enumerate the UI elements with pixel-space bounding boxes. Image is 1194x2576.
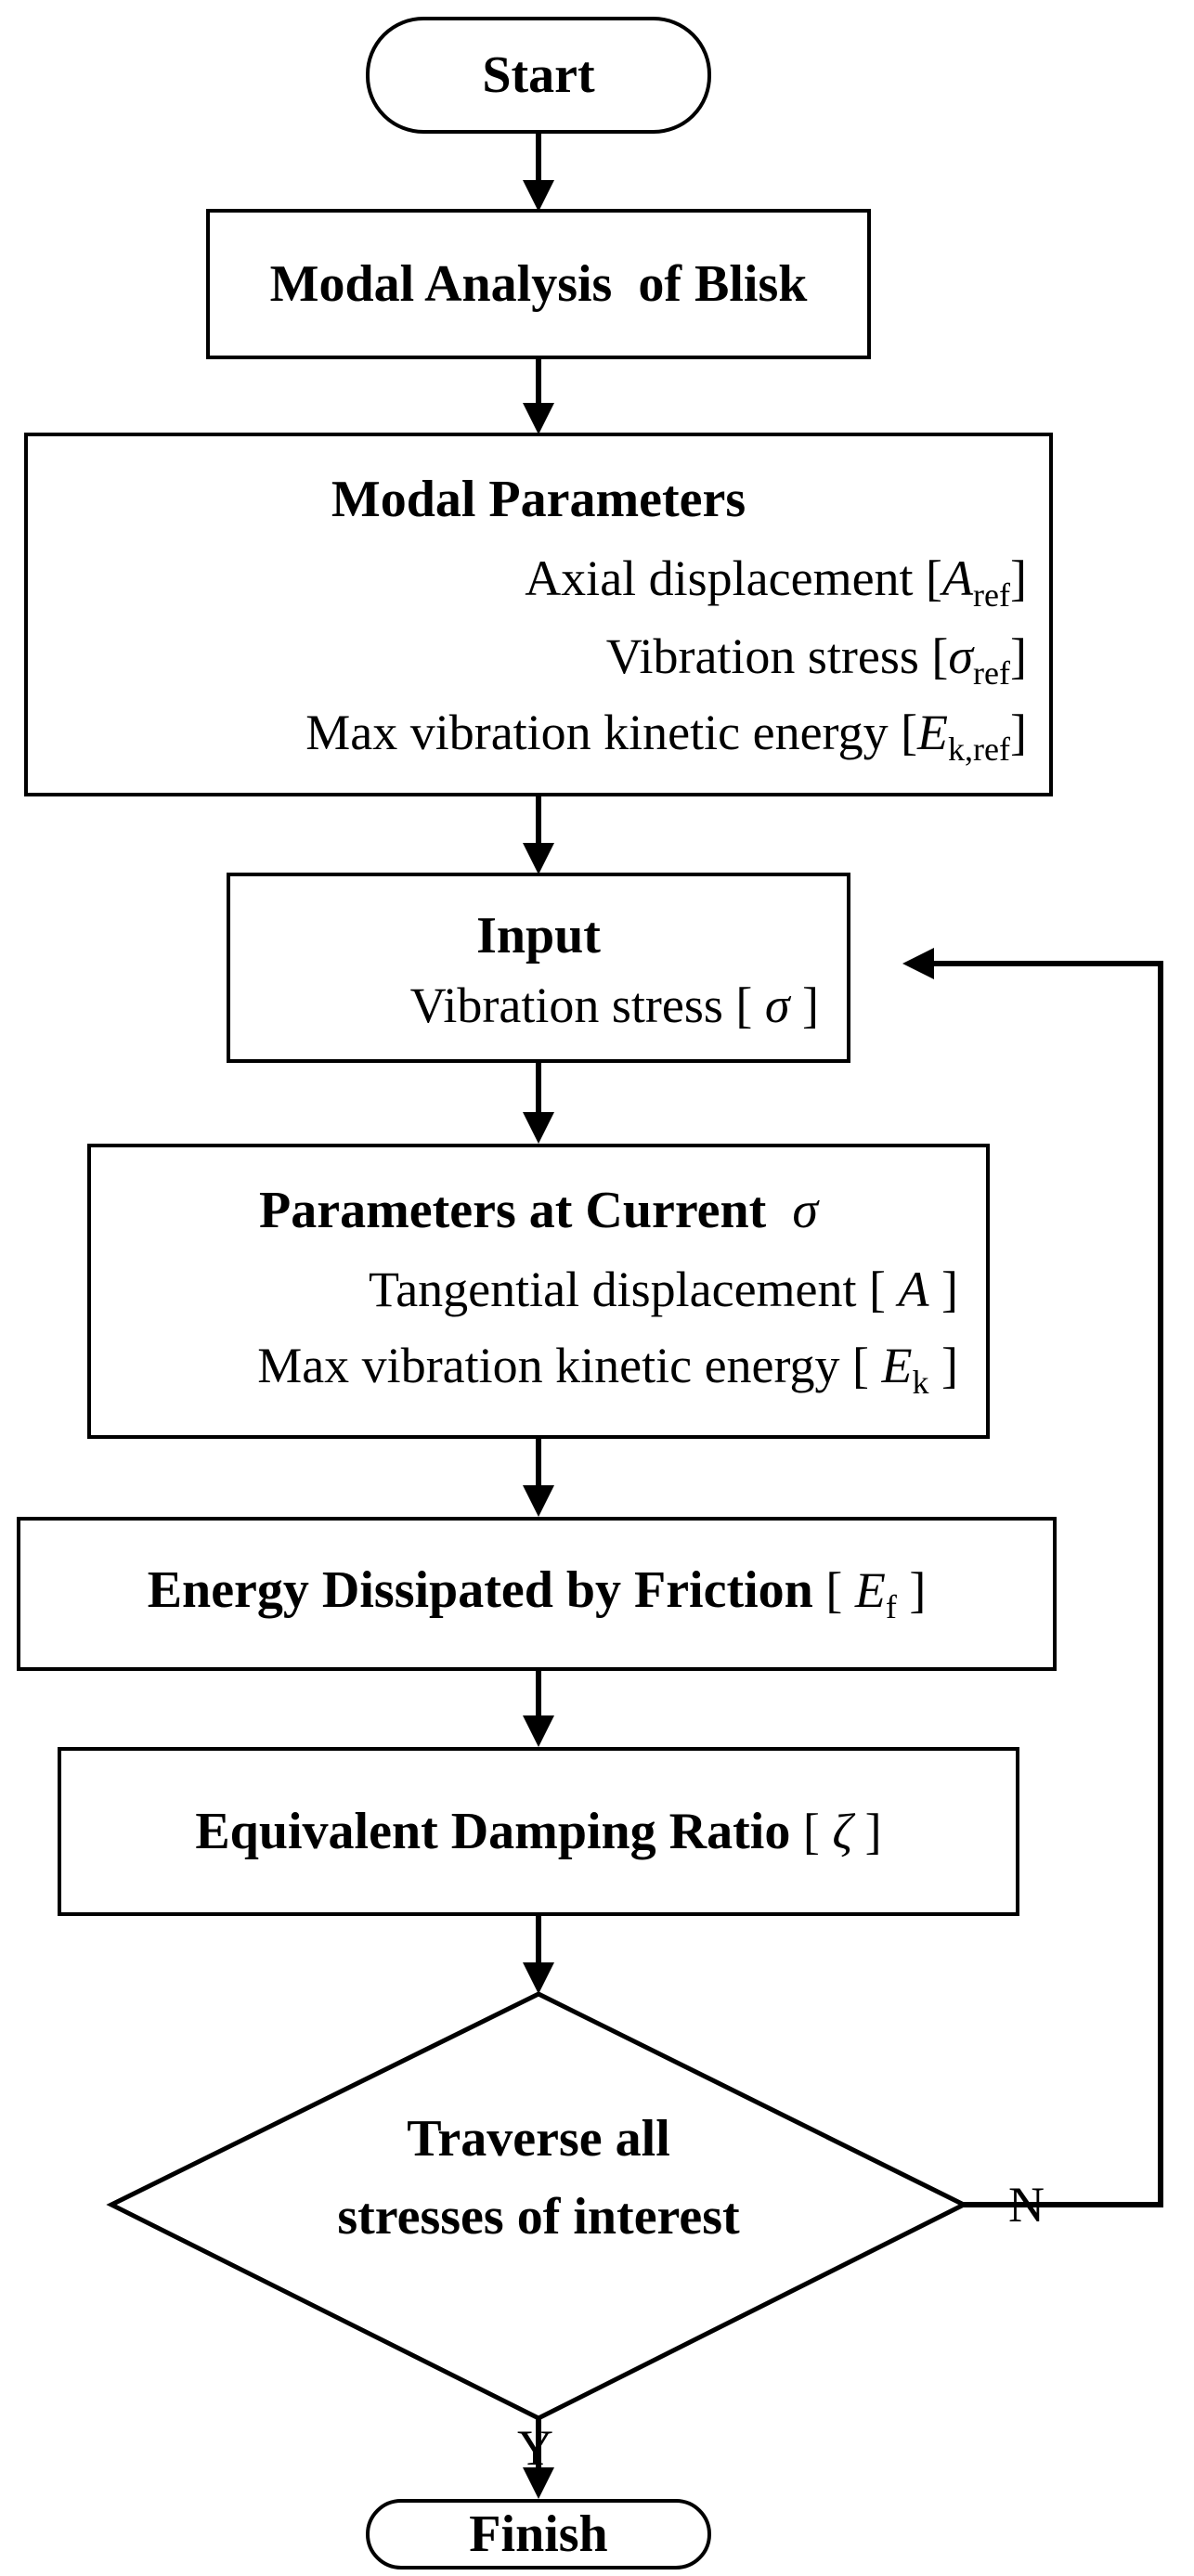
input-box: Input Vibration stress [ σ ]	[227, 873, 850, 1063]
branch-no-label: N	[1008, 2177, 1045, 2233]
energy-ref-text: Max vibration kinetic energy [	[305, 705, 918, 760]
branch-yes-label: Y	[517, 2420, 553, 2476]
damping-close: ]	[852, 1804, 882, 1859]
input-stress-symbol: σ	[764, 977, 790, 1033]
axial-displacement-line: Axial displacement [Aref]	[525, 553, 1027, 612]
damping-symbol: ζ	[832, 1804, 853, 1859]
arrowhead-params	[523, 403, 554, 434]
current-parameters-title: Parameters at Current σ	[91, 1184, 986, 1236]
axial-text: Axial displacement [	[525, 550, 943, 606]
arrowhead-finish	[523, 2467, 554, 2499]
kinetic-energy-ref-line: Max vibration kinetic energy [Ek,ref]	[305, 707, 1027, 766]
input-stress-text: Vibration stress [	[409, 977, 765, 1033]
friction-subscript: f	[885, 1588, 897, 1625]
current-energy-subscript: k	[912, 1364, 929, 1401]
current-energy-symbol: E	[881, 1338, 913, 1393]
finish-terminal: Finish	[366, 2499, 711, 2570]
damping-ratio-box: Equivalent Damping Ratio [ ζ ]	[58, 1747, 1019, 1916]
current-title-text: Parameters at Current	[259, 1182, 767, 1239]
energy-ref-close: ]	[1010, 705, 1027, 760]
tangential-displacement-line: Tangential displacement [ A ]	[369, 1264, 958, 1314]
current-energy-close: ]	[928, 1338, 958, 1393]
finish-label: Finish	[469, 2505, 608, 2563]
arrowhead-input	[523, 843, 554, 874]
tangential-close: ]	[928, 1262, 958, 1317]
damping-open: [	[790, 1804, 833, 1859]
friction-energy-box: Energy Dissipated by Friction [ Ef ]	[17, 1517, 1057, 1671]
decision-line-1: Traverse all	[407, 2110, 670, 2168]
arrowhead-modal	[523, 180, 554, 212]
tangential-symbol: A	[898, 1262, 929, 1317]
friction-energy-label: Energy Dissipated by Friction	[147, 1561, 813, 1619]
input-stress-close: ]	[789, 977, 819, 1033]
damping-ratio-label: Equivalent Damping Ratio	[195, 1803, 791, 1860]
tangential-text: Tangential displacement [	[369, 1262, 899, 1317]
friction-close: ]	[896, 1562, 927, 1618]
modal-analysis-label: Modal Analysis of Blisk	[269, 255, 808, 313]
damping-ratio-line: Equivalent Damping Ratio [ ζ ]	[195, 1806, 881, 1858]
friction-symbol: E	[854, 1562, 886, 1618]
input-stress-line: Vibration stress [ σ ]	[410, 980, 819, 1030]
modal-analysis-box: Modal Analysis of Blisk	[206, 209, 871, 359]
decision-diamond	[106, 1991, 969, 2421]
vibration-stress-ref-line: Vibration stress [σref]	[606, 631, 1027, 690]
axial-close: ]	[1010, 550, 1027, 606]
decision-text: Traverse all stresses of interest	[241, 2100, 836, 2256]
modal-parameters-box: Modal Parameters Axial displacement [Are…	[24, 433, 1053, 796]
friction-energy-line: Energy Dissipated by Friction [ Ef ]	[148, 1564, 927, 1624]
start-label: Start	[482, 46, 595, 104]
axial-symbol: A	[942, 550, 974, 606]
arrowhead-friction	[523, 1485, 554, 1517]
arrowhead-loop	[902, 948, 934, 979]
arrowhead-damping	[523, 1715, 554, 1747]
loop-back-line	[908, 961, 1163, 2207]
modal-parameters-title: Modal Parameters	[331, 471, 746, 528]
stress-ref-subscript: ref	[973, 654, 1011, 692]
energy-ref-symbol: E	[917, 705, 949, 760]
axial-subscript: ref	[973, 576, 1011, 614]
current-energy-text: Max vibration kinetic energy [	[257, 1338, 882, 1393]
friction-open: [	[812, 1562, 855, 1618]
energy-ref-subscript: k,ref	[948, 731, 1011, 768]
input-title: Input	[476, 907, 601, 964]
arrowhead-decision	[523, 1962, 554, 1994]
stress-ref-symbol: σ	[948, 628, 974, 684]
decision-line-2: stresses of interest	[337, 2188, 740, 2246]
stress-ref-text: Vibration stress [	[605, 628, 949, 684]
current-title-symbol: σ	[792, 1182, 818, 1239]
stress-ref-close: ]	[1010, 628, 1027, 684]
arrowhead-current	[523, 1112, 554, 1144]
current-parameters-box: Parameters at Current σ Tangential displ…	[87, 1144, 990, 1439]
start-terminal: Start	[366, 17, 711, 134]
current-kinetic-energy-line: Max vibration kinetic energy [ Ek ]	[257, 1340, 958, 1399]
